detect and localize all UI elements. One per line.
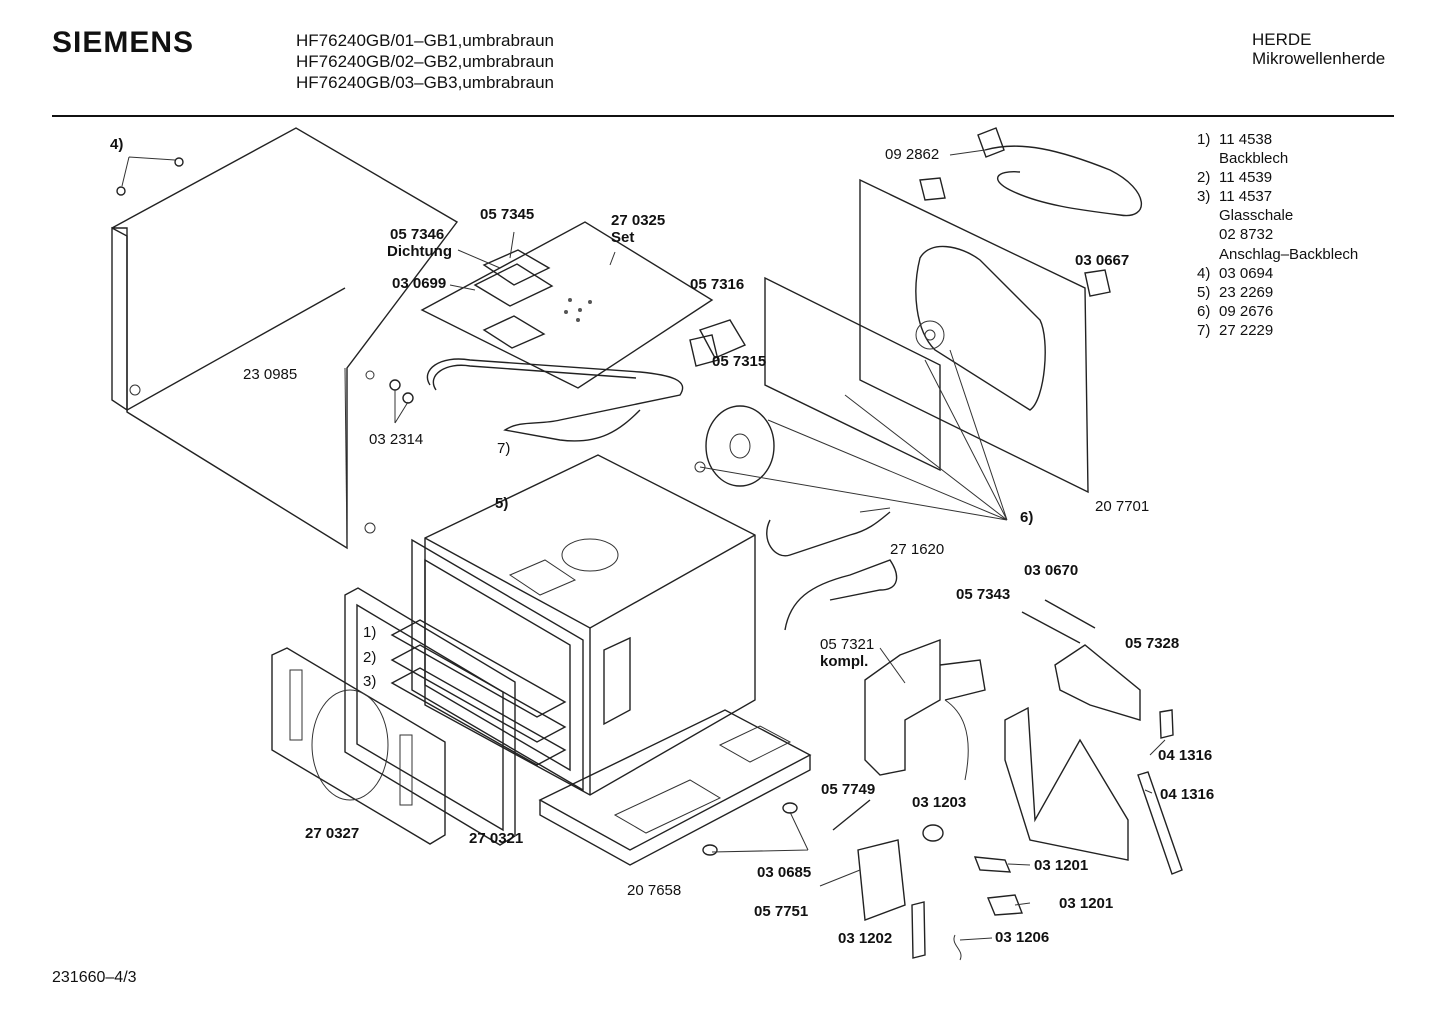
label-7: 7) [497,440,511,457]
label-031202: 03 1202 [838,930,893,947]
parts-legend: 1)11 4538 Backblech 2)11 4539 3)11 4537 … [1197,130,1358,340]
legend-row: 2)11 4539 [1197,169,1273,187]
label-030667: 03 0667 [1075,252,1130,269]
label-dichtung: Dichtung [387,243,452,260]
screw-parts [116,156,184,196]
door-panel [271,647,446,845]
label-057315: 05 7315 [712,353,767,370]
legend-desc: Anschlag–Backblech [1219,245,1359,263]
clips [919,177,1111,297]
legend-desc: Backblech [1219,150,1289,168]
legend-row: 7)27 2229 [1197,321,1274,339]
spring-and-rod [1021,599,1096,644]
label-2: 2) [363,649,377,666]
label-030685: 03 0685 [757,864,812,881]
label-5: 5) [495,495,509,512]
label-057346: 05 7346 [390,226,445,243]
top-panel-set [420,221,714,389]
label-057749: 05 7749 [821,781,876,798]
bracket [689,319,747,367]
label-057751: 05 7751 [754,903,809,920]
wiring-harness [766,507,898,631]
model-line-1: HF76240GB/01–GB1,umbrabraun [296,31,554,50]
label-031206: 03 1206 [995,929,1050,946]
outer-casing [111,127,459,550]
label-057321: 05 7321 [820,636,875,653]
label-kompl: kompl. [820,653,869,670]
label-030670: 03 0670 [1024,562,1079,579]
label-057328: 05 7328 [1125,635,1180,652]
label-1: 1) [363,624,377,641]
legend-row: 6)09 2676 [1197,302,1274,320]
label-6: 6) [1020,509,1034,526]
side-plate [1004,706,1129,861]
label-271620: 27 1620 [890,541,945,558]
control-bracket [864,638,986,781]
label-031201-a: 03 1201 [1034,857,1089,874]
legend-row: 5)23 2269 [1197,283,1274,301]
legend-row: 3)11 4537 [1197,188,1273,206]
label-207701: 20 7701 [1095,498,1150,515]
legend-desc: 02 8732 [1219,226,1274,244]
brand-logo: SIEMENS [52,26,195,59]
label-092862: 09 2862 [885,146,940,163]
door-frame [344,587,516,846]
fan [694,405,775,487]
label-207658: 20 7658 [627,882,682,899]
legend-row: 1)11 4538 [1197,131,1273,148]
label-270325: 27 0325 [611,212,666,229]
label-041316-b: 04 1316 [1160,786,1215,803]
label-057343: 05 7343 [956,586,1011,603]
base-plate [538,709,812,866]
oven-cavity [411,454,756,796]
label-057316: 05 7316 [690,276,745,293]
label-270327: 27 0327 [305,825,360,842]
label-032314: 03 2314 [369,431,424,448]
latch-bracket [1054,644,1141,721]
small-parts [389,379,1023,961]
label-set: Set [611,229,635,246]
power-cable [949,127,1143,217]
label-031201-b: 03 1201 [1059,895,1114,912]
category-title: HERDE [1252,30,1312,49]
label-030699: 03 0699 [392,275,447,292]
model-line-3: HF76240GB/03–GB3,umbrabraun [296,73,554,92]
label-230985: 23 0985 [243,366,298,383]
back-panel [764,178,1089,494]
model-line-2: HF76240GB/02–GB2,umbrabraun [296,52,554,71]
label-031203: 03 1203 [912,794,967,811]
document-number: 231660–4/3 [52,969,137,986]
label-4: 4) [110,136,124,153]
label-057345: 05 7345 [480,206,535,223]
label-041316-a: 04 1316 [1158,747,1213,764]
leader-lines [394,231,1166,941]
category-subtitle: Mikrowellenherde [1252,49,1386,68]
label-270321: 27 0321 [469,830,524,847]
trays [390,619,567,766]
rails [1137,709,1183,875]
header-divider [52,115,1394,117]
heating-element [426,358,684,442]
legend-row: 4)03 0694 [1197,264,1274,282]
label-3: 3) [363,673,377,690]
legend-desc: Glasschale [1219,207,1294,225]
